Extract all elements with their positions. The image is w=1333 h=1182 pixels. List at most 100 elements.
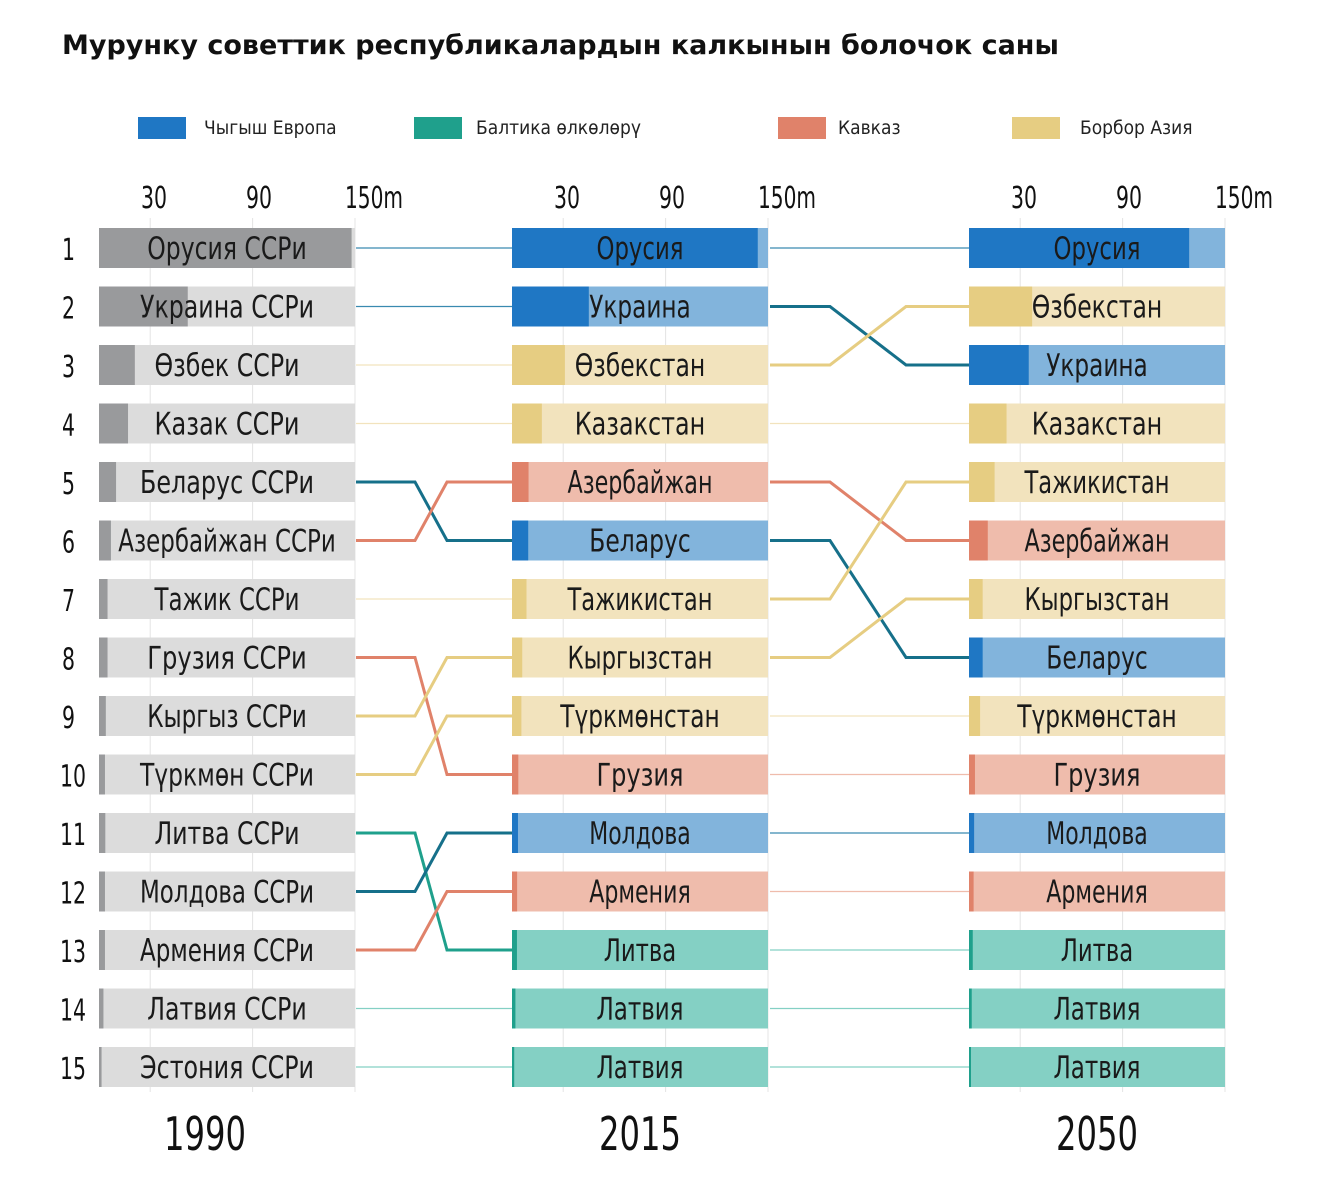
rank-connection-line [356,480,512,542]
bar-background [969,1047,1225,1087]
population-bar [99,754,105,795]
country-label: Азербайжан ССРи [118,524,336,560]
bar-background [969,696,1225,736]
country-label: Грузия [1054,758,1141,794]
rank-number: 5 [62,467,75,502]
bar-background [99,1047,355,1087]
country-label: Литва [1061,933,1134,969]
population-bar [99,930,105,970]
population-bar [969,228,1190,268]
country-label: Казак ССРи [155,407,300,443]
bar-background [99,988,355,1029]
country-label: Өзбек ССРи [155,348,300,384]
country-label: Азербайжан [568,465,713,501]
country-label: Латвия ССРи [147,992,307,1028]
legend-swatch [778,117,826,139]
rank-number: 7 [62,584,75,619]
population-bar [512,754,519,795]
axis-tick-label: 30 [1011,181,1037,216]
population-bar [969,871,974,912]
axis-tick-label: 90 [1116,181,1142,216]
bar-background [99,462,355,502]
legend-label: Кавказ [838,117,901,139]
population-bar [99,871,105,912]
legend-label: Балтика өлкөлөрү [476,117,641,139]
country-label: Латвия [1054,1050,1141,1086]
country-label: Казакстан [575,407,706,443]
population-bar [969,286,1033,327]
population-bar [969,345,1029,385]
bar-background [512,930,768,970]
country-label: Латвия [597,1050,684,1086]
population-bar [99,403,129,444]
bar-background [99,403,355,444]
year-label: 1990 [164,1107,246,1161]
population-bar [512,520,529,561]
country-label: Азербайжан [1025,524,1170,560]
rank-number: 14 [60,994,86,1029]
rank-connection-line [356,714,512,776]
country-label: Түркмөн ССРи [139,758,314,794]
country-label: Түркмөнстан [559,699,719,735]
country-label: Тажикистан [567,582,713,618]
bar-background [512,403,768,444]
population-bar [969,813,975,853]
rank-connection-line [356,831,512,893]
population-bar [969,1047,971,1087]
rank-number: 10 [60,760,86,795]
legend-label: Борбор Азия [1080,117,1192,139]
bar-background [512,579,768,619]
rank-number: 9 [62,701,75,736]
rank-number: 3 [62,350,75,385]
country-label: Литва [604,933,677,969]
population-bar [99,228,352,268]
population-bar [99,520,111,561]
population-bar [969,637,983,678]
country-label: Орусия [1054,231,1141,267]
country-label: Армения [1046,875,1148,911]
population-bar [969,579,983,619]
bar-background [969,637,1225,678]
rank-connection-line [356,480,512,542]
bar-background [99,345,355,385]
country-label: Армения ССРи [140,933,314,969]
rank-number: 6 [62,526,75,561]
country-label: Молдова ССРи [140,875,314,911]
rank-connection-line [770,305,969,367]
population-bar [512,871,518,912]
legend-label: Чыгыш Европа [204,117,337,139]
country-label: Казакстан [1032,407,1163,443]
country-label: Орусия ССРи [147,231,307,267]
population-bar [99,988,104,1029]
country-label: Молдова [589,816,691,852]
country-label: Украина ССРи [140,290,314,326]
country-label: Молдова [1046,816,1148,852]
country-label: Латвия [597,992,684,1028]
axis-tick-label: 150m [758,181,816,216]
country-label: Грузия [597,758,684,794]
rank-number: 2 [62,292,75,327]
population-bar [969,930,973,970]
bar-background [99,696,355,736]
bar-background [969,988,1225,1029]
rank-number: 1 [62,233,75,268]
axis-tick-label: 30 [141,181,167,216]
bar-background [969,462,1225,502]
population-bar [512,696,522,736]
country-label: Өзбекстан [1032,290,1163,326]
population-bar [512,1047,515,1087]
country-label: Грузия ССРи [147,641,307,677]
bar-background [99,579,355,619]
population-bar [99,286,188,327]
bar-background [99,637,355,678]
axis-tick-label: 90 [659,181,685,216]
bar-background [969,754,1225,795]
bar-background [969,579,1225,619]
country-label: Кыргызстан [1025,582,1170,618]
population-bar [969,754,975,795]
bar-background [512,637,768,678]
rank-number: 15 [60,1052,86,1087]
bar-background [99,813,355,853]
country-label: Украина [1046,348,1148,384]
